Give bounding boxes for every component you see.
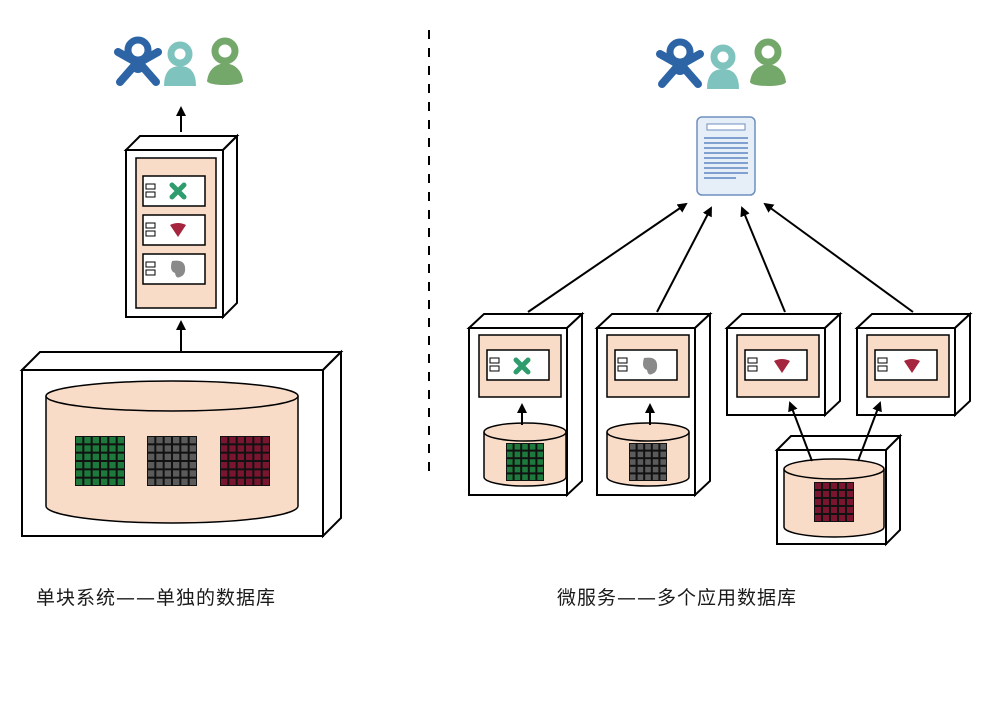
- monolith-database: [19, 349, 344, 539]
- monolith-users: [118, 40, 243, 86]
- person-icon: [207, 41, 243, 85]
- service-4: [854, 311, 973, 418]
- grid-green: [506, 443, 544, 481]
- arrows-to-server: [527, 202, 914, 313]
- person-icon: [118, 40, 158, 82]
- grid-green: [75, 436, 125, 486]
- person-icon: [164, 45, 196, 86]
- grid-gray: [147, 436, 197, 486]
- microservices-caption: 微服务——多个应用数据库: [557, 587, 798, 609]
- person-icon: [750, 42, 786, 86]
- arrows-shared-db: [788, 401, 882, 462]
- micro-users: [660, 42, 786, 89]
- service-3: [724, 311, 843, 418]
- person-icon: [660, 42, 700, 84]
- monolith-caption: 单块系统——单独的数据库: [36, 587, 277, 609]
- grid-gray: [629, 443, 667, 481]
- grid-red: [220, 436, 270, 486]
- service-1: [466, 311, 585, 498]
- monolith-app: [123, 133, 240, 320]
- shared-database: [774, 433, 903, 547]
- grid-red: [814, 482, 854, 522]
- service-2: [594, 311, 713, 498]
- person-icon: [707, 48, 739, 89]
- server-icon: [696, 116, 756, 196]
